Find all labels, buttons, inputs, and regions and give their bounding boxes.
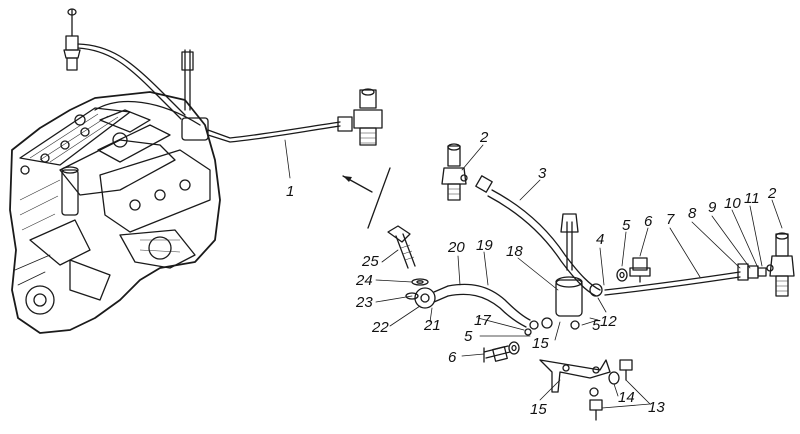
tube-7: [604, 263, 767, 296]
callout-6-lower: 6: [448, 349, 457, 366]
banjo-fitting: [405, 285, 449, 309]
callout-24: 24: [355, 272, 373, 289]
callout-3: 3: [538, 165, 547, 182]
cover-bolts: [20, 127, 191, 211]
callout-17: 17: [474, 312, 491, 329]
callout-13: 13: [648, 399, 665, 416]
callout-4: 4: [596, 231, 604, 248]
callout-9: 9: [708, 199, 717, 216]
callout-12: 12: [600, 313, 617, 330]
callout-22: 22: [371, 319, 389, 336]
bolts-13-washer-14: [589, 359, 633, 421]
washer-5-and-bolt-6-lower: [483, 341, 520, 363]
callout-18: 18: [506, 243, 523, 260]
callout-labels: 1 2 3 2 4 5 6 7 8 9 10 11 20 19 18 25 24…: [286, 129, 777, 418]
callout-20: 20: [447, 239, 465, 256]
callout-7: 7: [666, 211, 675, 228]
callout-15-bracket: 15: [530, 401, 547, 418]
callout-2-left: 2: [479, 129, 489, 146]
callout-8: 8: [688, 205, 697, 222]
leader-lines: [284, 139, 783, 409]
callout-6-upper: 6: [644, 213, 653, 230]
callout-5-middle: 5: [464, 328, 473, 345]
callout-5-upper: 5: [622, 217, 631, 234]
pipe-1: [94, 49, 353, 143]
direction-arrow: [342, 167, 391, 229]
callout-11: 11: [744, 190, 760, 207]
callout-23: 23: [355, 294, 373, 311]
callout-1: 1: [286, 183, 294, 200]
callout-19: 19: [476, 237, 493, 254]
callout-10: 10: [724, 195, 741, 212]
washer-5-and-bolt-6-upper: [616, 257, 651, 283]
callout-2-right: 2: [767, 185, 777, 202]
callout-15-middle: 15: [532, 335, 549, 352]
sensor-2-left: [441, 143, 468, 201]
washer-24: [411, 278, 429, 286]
callout-5-right: 5: [592, 317, 601, 334]
bracket-15: [539, 359, 611, 393]
callout-14: 14: [618, 389, 635, 406]
part-18-block: [541, 213, 603, 330]
sensor-2-right: [766, 232, 795, 297]
engine-block: [9, 91, 221, 334]
sensor-right-of-pipe-1: [353, 88, 383, 146]
callout-25: 25: [361, 253, 379, 270]
bolt-25: [387, 225, 416, 269]
hose-3: [475, 175, 601, 297]
engine-top-sensor: [63, 8, 186, 120]
callout-21: 21: [423, 317, 441, 334]
hose-20-19: [447, 283, 539, 336]
